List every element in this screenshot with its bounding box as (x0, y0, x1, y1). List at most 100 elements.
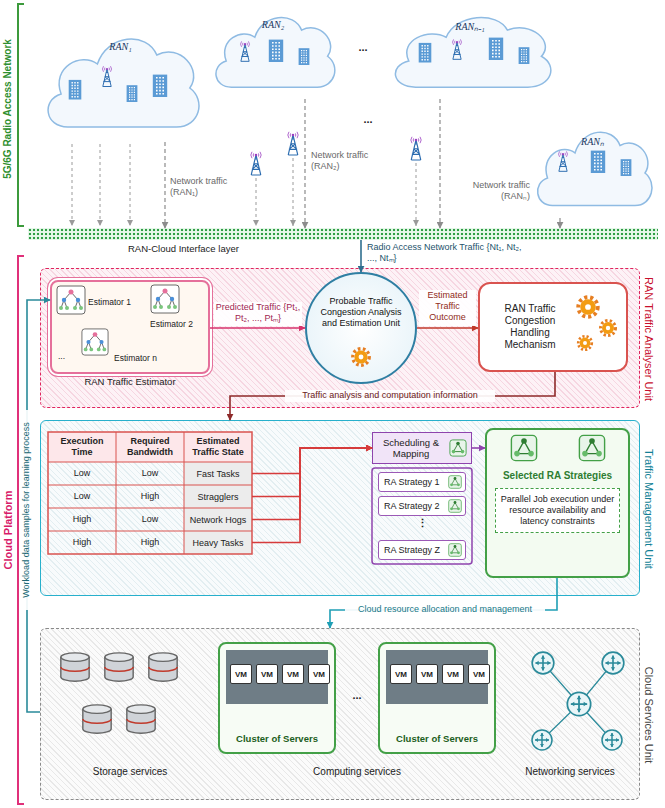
edge-label: Predicted Traffic {Pt₁, Pt₂, ..., Ptₘ} (214, 302, 302, 326)
node-title: VM (235, 670, 247, 679)
cloud-outline (385, 4, 555, 99)
connector (164, 142, 165, 228)
ran-icons (153, 75, 167, 97)
node-title: Cluster of Servers (380, 733, 494, 744)
state-cell: Network Hogs (184, 508, 252, 531)
traffic-arrow (72, 144, 416, 226)
node-title: RAN₁ (38, 41, 203, 52)
node-title: Network Hogs (190, 515, 247, 525)
ran-icons (489, 38, 503, 60)
node-title: VM (447, 670, 459, 679)
ran-icons (69, 80, 82, 100)
node-title: Traffic Management Unit (642, 421, 655, 597)
ellipsis: ... (343, 40, 383, 54)
edge-label: Estimated Traffic Outcome (419, 290, 476, 326)
table-header: Required Bandwidth (116, 432, 184, 462)
ran-cloud: RANₙ (530, 118, 655, 218)
node-title: Fast Tasks (197, 469, 240, 479)
connector (439, 99, 440, 228)
connector (252, 448, 372, 520)
estimator-label: ... (58, 350, 78, 362)
table-cell: High (116, 531, 184, 554)
storage-icon (83, 705, 111, 733)
node-title: RA Strategy 1 (384, 477, 440, 487)
node-title: RAN Traffic Congestion Handling Mechanis… (486, 303, 574, 351)
connector (210, 327, 305, 329)
ran-icons (411, 137, 421, 160)
strategy-column (449, 476, 462, 489)
table-grid (48, 432, 252, 554)
network-icon (542, 663, 613, 740)
vm-box: VM (230, 664, 252, 684)
ran-icons (453, 39, 462, 59)
storage-icon (61, 653, 177, 733)
gear-icon (578, 297, 598, 317)
bracket (18, 4, 24, 226)
unit-panel: Traffic Management UnitFast TasksStraggl… (40, 420, 640, 596)
storage-icon (127, 705, 155, 733)
node-title: VM (395, 670, 407, 679)
traffic-arrow (256, 178, 257, 226)
strategy-box: RA Strategy Z (378, 540, 466, 560)
estimator-label: Estimator n (114, 352, 174, 364)
state-cell: Fast Tasks (184, 462, 252, 485)
storage-icon (61, 653, 89, 681)
node-title: RANₙ (530, 134, 655, 148)
table-cell: Low (48, 485, 116, 508)
table-cell: High (116, 485, 184, 508)
table-grid (184, 432, 252, 462)
cloud-outline (208, 4, 338, 99)
ran-icons (269, 40, 283, 62)
connector (252, 448, 372, 474)
server-cluster: Cluster of Servers VM VM VM VM (378, 642, 496, 754)
edge-label: Network traffic (RAN₂) (311, 150, 377, 174)
vm-box: VM (468, 664, 490, 684)
node-title: VM (421, 670, 433, 679)
strategy-column (449, 500, 462, 513)
connector (230, 372, 555, 420)
node-title: Selected RA Strategies (495, 470, 620, 482)
ran-cloud: RAN₂ (208, 4, 338, 99)
node-title: VM (313, 670, 325, 679)
ran-icons (419, 43, 432, 63)
strategy-column (449, 544, 462, 557)
strategy-column (579, 435, 604, 460)
network-icon (567, 692, 590, 715)
strategy-box: RA Strategy 1 (378, 472, 466, 492)
traffic-arrow (130, 144, 131, 226)
ran-icons (559, 151, 568, 171)
table-cell: High (48, 508, 116, 531)
network-icon (532, 652, 554, 674)
ran-icons (591, 151, 605, 173)
table-grid (48, 432, 252, 554)
cloud-outline (48, 39, 199, 127)
ran-icons (621, 159, 632, 176)
connector (360, 240, 362, 272)
connector (330, 578, 557, 628)
ran-cloud: RANₙ₋₁ (385, 4, 555, 99)
network-icon (532, 730, 552, 750)
edge-label: Cloud resource allocation and management (345, 604, 545, 616)
ellipsis: ⋮ (378, 516, 466, 538)
node-title: VM (473, 670, 485, 679)
vm-box: VM (416, 664, 438, 684)
cloud-outline (38, 22, 203, 142)
table-grid (48, 432, 184, 462)
ran-icons (299, 48, 310, 65)
node-body: Parallel Job execution under resource av… (495, 488, 620, 533)
ran-icons (241, 41, 250, 61)
service-label: Storage services (55, 765, 205, 779)
node-title: Scheduling & Mapping (376, 437, 446, 459)
ellipsis: ... (338, 688, 376, 702)
interface-band: RAN-Cloud Interface layer (28, 228, 658, 240)
vm-box: VM (308, 664, 330, 684)
edge-label: Radio Access Network Traffic {Nt₁, Nt₂, … (367, 242, 527, 266)
node-title: Heavy Tasks (193, 538, 244, 548)
estimator-label: Estimator 2 (150, 318, 206, 330)
table-cell: Low (116, 462, 184, 485)
traffic-arrow (416, 163, 417, 226)
vm-box: VM (442, 664, 464, 684)
connector (252, 448, 372, 543)
node-title: RANₙ₋₁ (385, 19, 555, 33)
